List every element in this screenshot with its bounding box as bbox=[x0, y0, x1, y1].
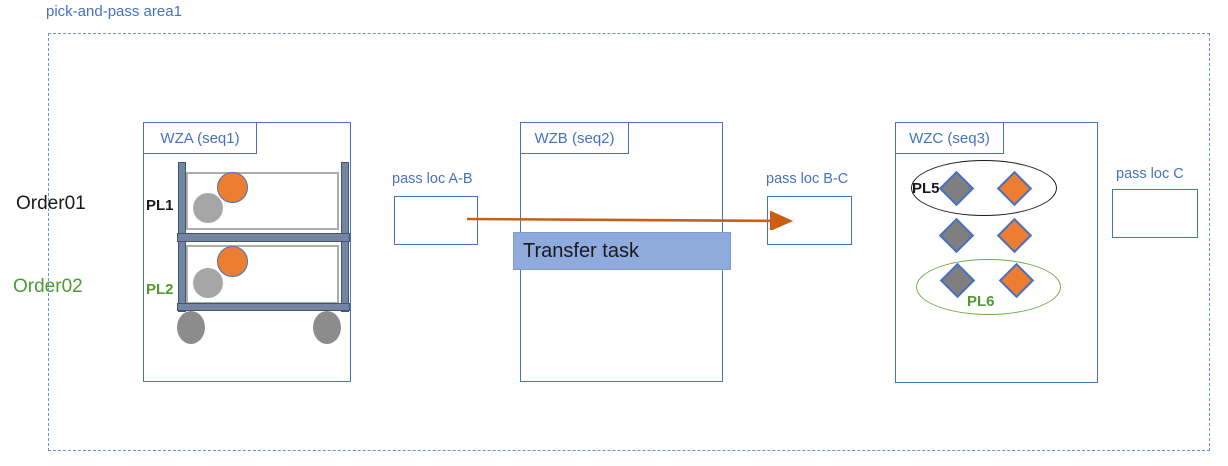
transfer-arrow bbox=[466, 210, 794, 230]
zone-wzc-header: WZC (seq3) bbox=[895, 122, 1004, 154]
pass-loc-bc-label: pass loc B-C bbox=[766, 171, 849, 187]
zone-wzb-header: WZB (seq2) bbox=[520, 122, 629, 154]
cart-wheel bbox=[313, 311, 341, 344]
pl2-label: PL2 bbox=[146, 281, 174, 298]
area-title: pick-and-pass area1 bbox=[46, 3, 182, 20]
pl5-group-ellipse bbox=[911, 160, 1057, 216]
gray-item-circle bbox=[193, 193, 223, 223]
orange-item-circle bbox=[217, 172, 248, 203]
pl6-group-ellipse bbox=[916, 259, 1061, 315]
pass-loc-ab-box bbox=[394, 196, 478, 245]
pass-loc-c-label: pass loc C bbox=[1116, 166, 1184, 182]
pass-loc-c-box bbox=[1112, 189, 1198, 238]
cart-middle-bar bbox=[177, 233, 350, 242]
pass-loc-ab-label: pass loc A-B bbox=[392, 171, 473, 187]
cart-bottom-bar bbox=[177, 303, 350, 311]
orange-item-circle bbox=[217, 246, 248, 277]
pl1-label: PL1 bbox=[146, 197, 174, 214]
pl5-label: PL5 bbox=[912, 180, 940, 197]
pick-and-pass-area-boundary bbox=[48, 33, 1210, 451]
cart-wheel bbox=[177, 311, 205, 344]
order02-label: Order02 bbox=[13, 276, 83, 297]
order01-label: Order01 bbox=[16, 193, 86, 214]
transfer-task-badge: Transfer task bbox=[513, 232, 731, 270]
transfer-task-label: Transfer task bbox=[523, 239, 639, 262]
zone-wza-header: WZA (seq1) bbox=[143, 122, 257, 154]
gray-item-circle bbox=[193, 268, 223, 298]
pl6-label: PL6 bbox=[967, 293, 995, 310]
